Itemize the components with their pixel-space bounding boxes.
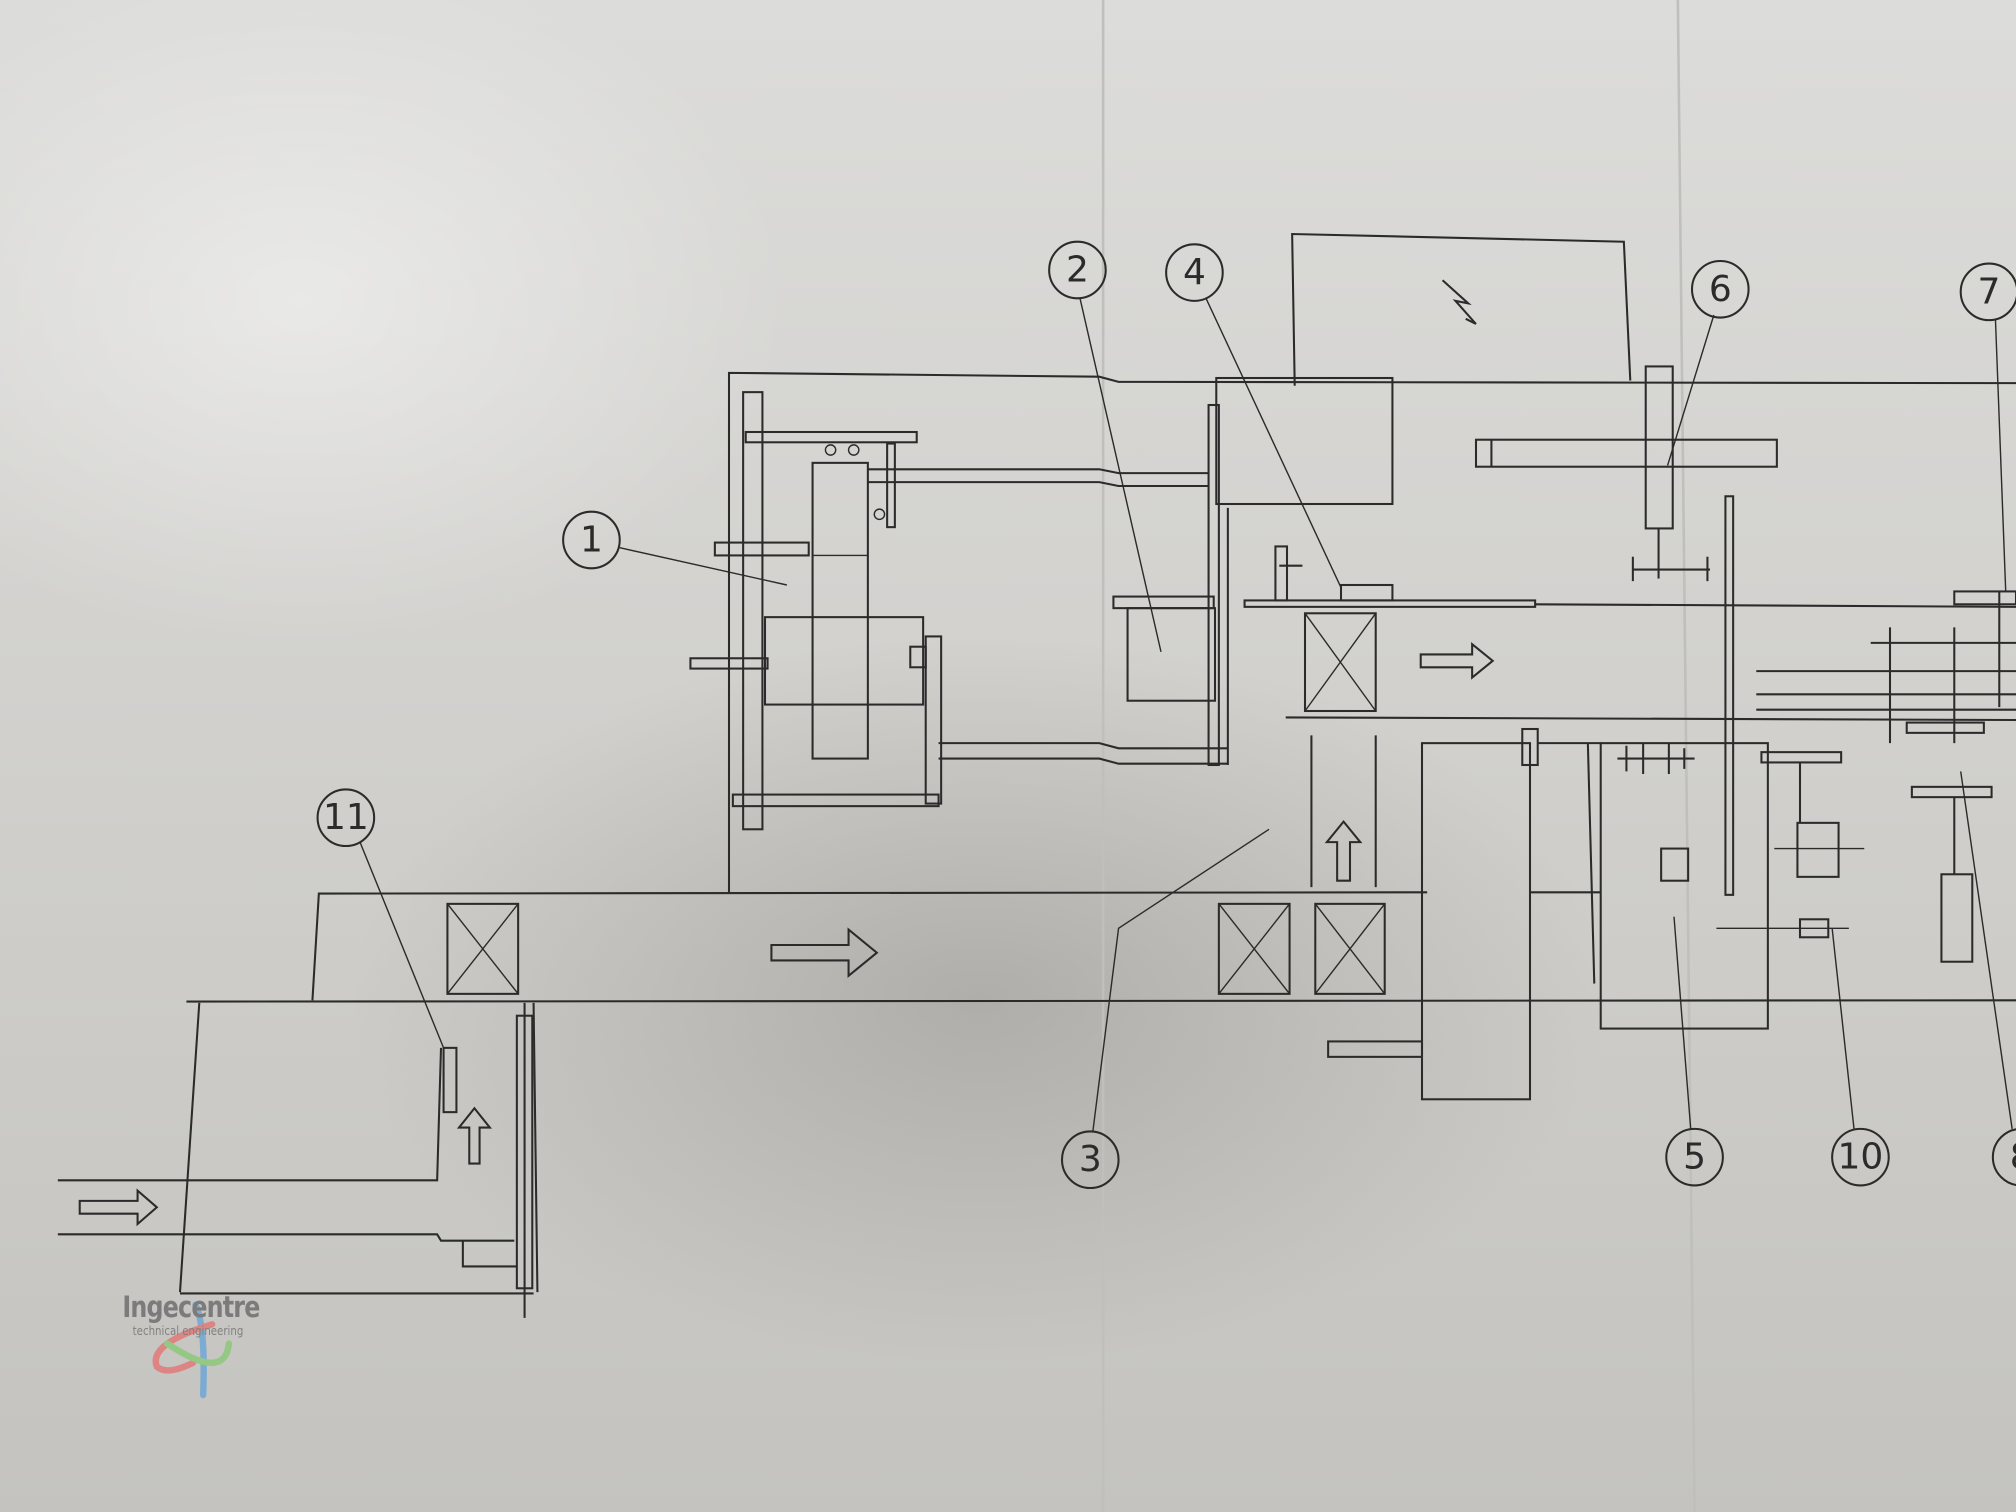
callout-5: 5 [1665, 916, 1724, 1187]
station-5 [1521, 727, 1769, 1030]
infeed-section [57, 1002, 539, 1318]
svg-text:6: 6 [1709, 269, 1732, 310]
guide-rail [1724, 495, 1735, 896]
main-conveyor [186, 891, 2016, 1003]
station-10 [1716, 751, 1865, 939]
upper-conveyor [1243, 545, 2016, 722]
svg-text:2: 2 [1066, 250, 1089, 291]
control-cabinet [1291, 232, 1632, 386]
callout-8: 8 [1960, 771, 2016, 1186]
callout-3: 3 [1060, 828, 1270, 1190]
paper-fold [1676, 0, 1696, 1512]
station-6 [1474, 365, 1778, 582]
callout-7: 7 [1959, 262, 2016, 592]
svg-text:3: 3 [1079, 1139, 1102, 1180]
svg-text:7: 7 [1978, 271, 2001, 312]
svg-text:8: 8 [2010, 1137, 2016, 1178]
enclosure-outline [727, 371, 2016, 894]
callout-4: 4 [1165, 243, 1342, 588]
svg-text:11: 11 [323, 797, 369, 838]
callout-11: 11 [316, 788, 445, 1049]
flow-arrow-up-icon [1324, 819, 1363, 882]
machine-2 [1112, 595, 1217, 702]
electrical-symbol-icon [1441, 279, 1477, 325]
callout-10: 10 [1831, 928, 1890, 1187]
flow-arrow-right-icon [78, 1188, 159, 1227]
logo-name: Ingecentre [122, 1290, 260, 1324]
station-8 [1905, 721, 1993, 963]
svg-text:10: 10 [1838, 1137, 1884, 1178]
logo-mark-icon [152, 1301, 233, 1399]
station-7 [1756, 590, 2016, 744]
svg-text:1: 1 [580, 520, 603, 561]
pusher [1327, 1040, 1424, 1058]
flow-arrow-up-icon [456, 1106, 492, 1165]
callout-6: 6 [1666, 259, 1750, 466]
upper-block [1215, 376, 1394, 506]
transfer-block [1420, 742, 1532, 1101]
flow-arrow-right-icon [1419, 641, 1495, 680]
logo-tagline: technical engineering [132, 1324, 244, 1338]
svg-text:4: 4 [1183, 252, 1206, 293]
flow-arrow-right-icon [770, 927, 879, 979]
callout-1: 1 [562, 510, 788, 586]
callout-2: 2 [1048, 240, 1162, 653]
machine-1 [689, 391, 1229, 831]
svg-text:5: 5 [1683, 1137, 1706, 1178]
logo: Ingecentre technical engineering [108, 1290, 268, 1338]
